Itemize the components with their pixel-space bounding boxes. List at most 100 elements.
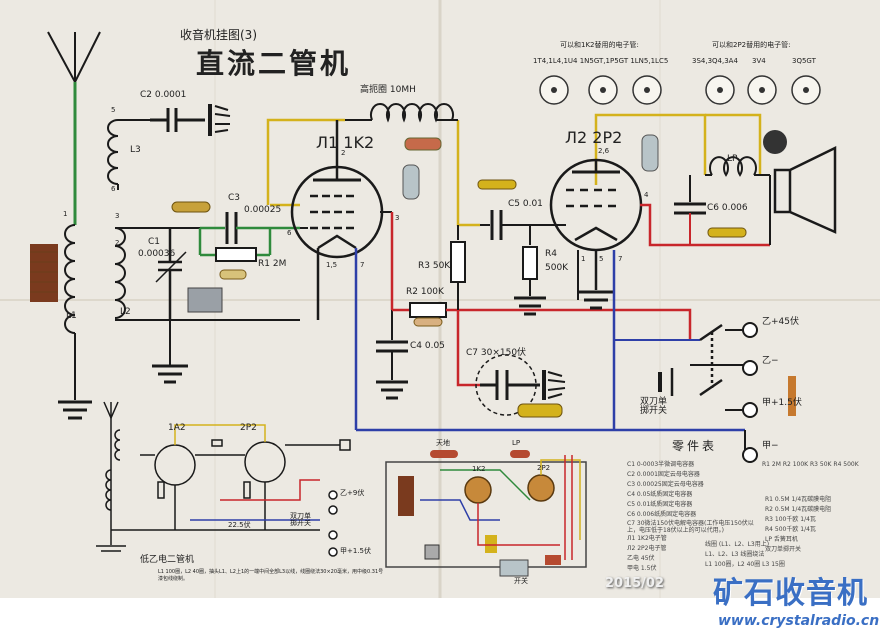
c5-label: C5 0.01: [508, 199, 543, 209]
terminal-b-minus: [742, 360, 758, 376]
parts-line: 甲电 1.5伏: [627, 565, 657, 572]
c7-label: C7 30×150伏: [466, 348, 527, 358]
terminal-a-minus: [742, 447, 758, 463]
parts-line: R4 500千欧 1/4瓦: [765, 526, 816, 533]
choke-photo: [404, 137, 442, 151]
rf-choke-coil: [345, 103, 458, 123]
tube-substitute-model: 3S4,3Q4,3A4: [692, 57, 738, 65]
resistor-photo-r2: [413, 317, 443, 327]
c1-value: 0.00036: [138, 249, 176, 259]
terminal-strip-photo: [788, 376, 796, 416]
capacitor-c7: [480, 370, 546, 400]
parts-line: Л1 1K2电子管: [627, 535, 667, 542]
tube-substitute-caption-right: 可以和2P2替用的电子管:: [712, 41, 791, 49]
parts-line: C2 0.0001固定云母电容器: [627, 471, 700, 478]
mini-switch-label: 双刀单掷开关: [290, 512, 311, 527]
brand-watermark: 矿石收音机: [713, 576, 868, 611]
parts-line: C1 0-0003半微调电容器: [627, 461, 695, 468]
coil-l1: [64, 224, 76, 334]
parts-line: R1 2M: [762, 461, 781, 468]
capacitor-c2: [150, 104, 212, 136]
b-minus-label: 乙−: [762, 356, 779, 366]
pin-label: 5: [599, 255, 604, 263]
parts-line: C4 0.05纸质固定电容器: [627, 491, 693, 498]
site-url: www.crystalradio.cn: [718, 613, 880, 629]
mini-schematic: [96, 401, 351, 552]
parts-line: Л2 2P2电子管: [627, 545, 667, 552]
parts-list-extra: 线圈 (L1、L2、L3用上) L1、L2、L3 线圈绕法 L1 100圈，L2…: [705, 540, 785, 570]
double-pole-switch: [658, 323, 723, 397]
resistor-photo: [219, 269, 247, 280]
wiring-layout: [385, 450, 587, 577]
resistor-r2: [409, 302, 447, 318]
parts-line: R4 500K: [833, 461, 859, 468]
parts-line: LP 舌簧耳机: [765, 536, 798, 543]
tube-photo-2: [641, 134, 659, 172]
parts-line: R1 0.5M 1/4瓦碳膜电阻: [765, 496, 832, 503]
series-label: 收音机挂图(3): [180, 28, 257, 42]
footer-bar: [0, 598, 880, 635]
coil-photo: [30, 244, 58, 302]
parts-line: R3 100千欧 1/4瓦: [765, 516, 816, 523]
mini-a-plus: 甲+1.5伏: [340, 547, 371, 555]
resistor-r1: [215, 247, 257, 262]
parts-line: 乙电 45伏: [627, 555, 655, 562]
parts-line: R3 50K: [810, 461, 832, 468]
resistor-r4: [522, 246, 538, 280]
r4-label: R4: [545, 249, 557, 259]
tube1-label: Л1 1K2: [316, 133, 375, 152]
parts-list-resistors: R1 2M R2 100K R3 50K R4 500K: [762, 460, 859, 470]
r1-label: R1 2M: [258, 259, 287, 269]
tuning-capacitor-c1: [155, 228, 187, 320]
mini-note: L1 100圈，L2 40圈，抽头L1、L2上1的一端中间全部L3以线，线圈绕法…: [158, 569, 384, 582]
earphone-photo: [763, 130, 787, 154]
parts-line: 线圈 (L1、L2、L3用上): [705, 541, 770, 548]
coil-l2: [114, 227, 126, 319]
headphone-coil-lp: [705, 156, 770, 177]
wiring-tube1: 1K2: [472, 465, 486, 473]
ground-symbol: [58, 400, 92, 420]
r3-label: R3 50K: [418, 261, 451, 271]
parts-line: L1 100圈，L2 40圈 L3 15圈: [705, 561, 785, 568]
pin-label: 6: [111, 185, 116, 193]
wiring-tube2: 2P2: [537, 464, 551, 472]
parts-line: R2 100K: [782, 461, 809, 468]
mini-tube2-label: 2P2: [240, 423, 257, 433]
l1-label: L1: [66, 311, 77, 321]
l2-label: L2: [120, 307, 131, 317]
speaker-horn-icon: [773, 145, 837, 234]
pin-label: 6: [287, 229, 292, 237]
date-stamp: 2015/02: [605, 576, 665, 591]
c3-label: C3: [228, 193, 241, 203]
tube-substitute-models-left: 1T4,1L4,1U4 1N5GT,1P5GT 1LN5,1LC5: [533, 57, 669, 65]
pin-label: 1: [63, 210, 68, 218]
pin-label: 2,6: [598, 147, 610, 155]
tube-substitute-model: 3V4: [752, 57, 766, 65]
b-plus-45-label: 乙+45伏: [762, 317, 799, 327]
a-plus-label: 甲+1.5伏: [762, 398, 802, 408]
capacitor-photo-c6: [707, 227, 747, 238]
parts-line: C6 0.006纸质固定电容器: [627, 511, 697, 518]
pin-label: 5: [111, 106, 116, 114]
electrolytic-photo: [517, 403, 563, 418]
terminal-a-plus: [742, 402, 758, 418]
pin-label: 2: [341, 149, 346, 157]
wiring-label: LP: [512, 439, 521, 447]
capacitor-photo: [171, 201, 211, 213]
parts-line: R2 0.5M 1/4瓦碳膜电阻: [765, 506, 832, 513]
pin-label: 7: [618, 255, 623, 263]
c4-label: C4 0.05: [410, 341, 445, 351]
parts-line: L1、L2、L3 线圈绕法: [705, 551, 765, 558]
page-title: 直流二管机: [196, 47, 352, 80]
coil-l3: [107, 119, 119, 185]
c2-label: C2 0.0001: [140, 90, 187, 100]
pin-label: 1: [581, 255, 586, 263]
resistor-r3: [450, 241, 466, 283]
parts-line: 双刀单掷开关: [765, 546, 802, 553]
lp-label: LP: [727, 154, 738, 164]
r4-value: 500K: [545, 263, 569, 273]
mini-b-plus: 乙+9伏: [340, 489, 365, 497]
mini-caption: 低乙电二管机: [140, 555, 195, 565]
choke-label: 高扼圈 10MH: [360, 85, 416, 95]
